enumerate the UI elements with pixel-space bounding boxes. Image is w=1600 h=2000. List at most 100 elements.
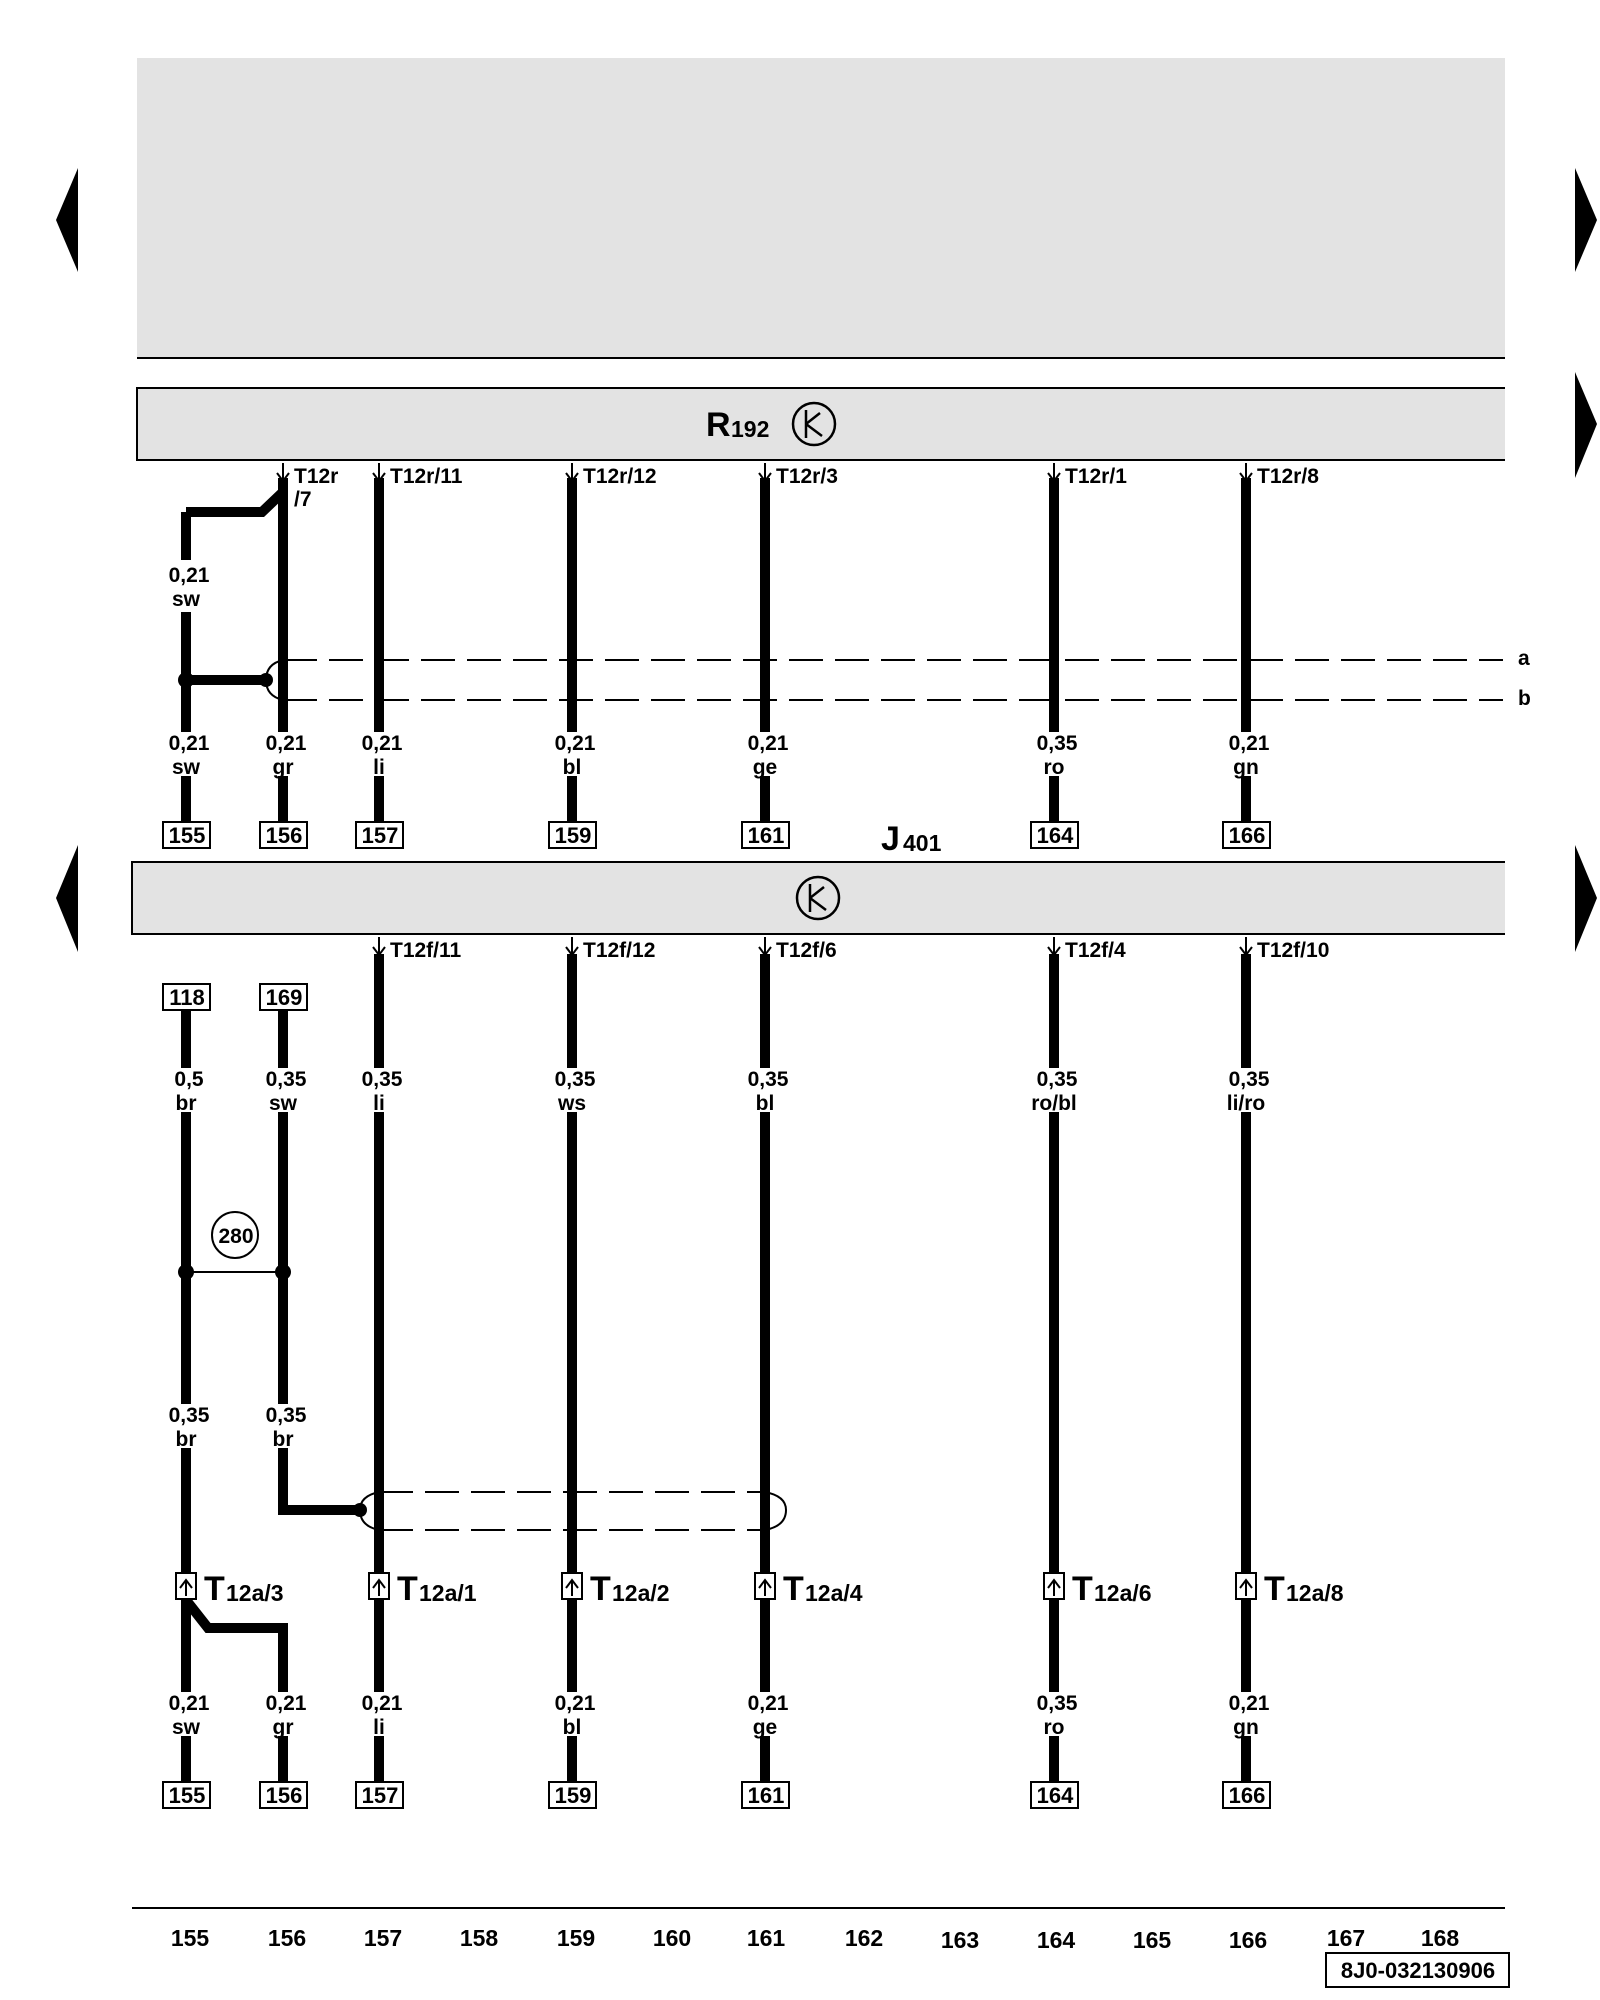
svg-text:0,21: 0,21 (555, 1692, 596, 1715)
connector-symbol-icon (368, 1572, 390, 1600)
svg-text:li: li (373, 1716, 385, 1739)
wire-gauge: 0,21 (169, 564, 210, 587)
svg-text:gr: gr (273, 756, 294, 779)
connector-symbol-icon (754, 1572, 776, 1600)
lower-ref-boxes: 155 156 157 159 161 164 166 (162, 1781, 1271, 1809)
svg-text:165: 165 (1133, 1927, 1172, 1953)
svg-text:gn: gn (1233, 1716, 1259, 1739)
svg-text:156: 156 (266, 823, 303, 848)
svg-text:T: T (204, 1570, 225, 1608)
antenna-symbol-icon (791, 401, 837, 447)
svg-text:T: T (590, 1570, 611, 1608)
svg-text:0,21: 0,21 (748, 1692, 789, 1715)
svg-text:br: br (273, 1428, 294, 1451)
lower-top-ref-boxes: 118 169 (162, 983, 308, 1011)
component-box-r192 (136, 387, 1505, 461)
header-area (137, 58, 1505, 358)
component-r192-name: R (706, 406, 731, 444)
splice-label: 280 (218, 1225, 253, 1248)
svg-text:0,35: 0,35 (1037, 1692, 1078, 1715)
svg-text:gn: gn (1233, 756, 1259, 779)
svg-text:157: 157 (362, 1783, 399, 1808)
component-r192-sub: 192 (731, 416, 769, 442)
svg-text:166: 166 (1229, 823, 1266, 848)
svg-text:sw: sw (172, 756, 201, 779)
svg-text:0,21: 0,21 (266, 1692, 307, 1715)
triangle-left-icon[interactable] (56, 845, 78, 952)
pin-label: T12r/11 (390, 465, 463, 488)
svg-text:12a/3: 12a/3 (226, 1580, 284, 1606)
svg-text:169: 169 (266, 985, 303, 1010)
svg-text:12a/6: 12a/6 (1094, 1580, 1152, 1606)
svg-text:12a/2: 12a/2 (612, 1580, 670, 1606)
svg-text:159: 159 (555, 823, 592, 848)
svg-text:161: 161 (748, 1783, 785, 1808)
svg-text:155: 155 (169, 1783, 206, 1808)
splice-circle (211, 1211, 259, 1259)
triangle-right-icon[interactable] (1575, 845, 1597, 952)
pin-label: T12r/8 (1257, 465, 1319, 488)
pin-label: T12r/3 (776, 465, 838, 488)
svg-text:li: li (373, 756, 385, 779)
triangle-right-icon[interactable] (1575, 168, 1597, 272)
component-j401-sub: 401 (903, 830, 942, 856)
wire-color: sw (172, 588, 201, 611)
lower-mid-wire-labels: 0,35 br 0,35 br (158, 1404, 308, 1451)
svg-text:158: 158 (460, 1925, 499, 1951)
svg-text:0,35: 0,35 (266, 1068, 307, 1091)
svg-text:sw: sw (269, 1092, 298, 1115)
component-j401-name: J (881, 820, 900, 858)
svg-text:0,21: 0,21 (1229, 1692, 1270, 1715)
svg-text:ro/bl: ro/bl (1031, 1092, 1077, 1115)
svg-text:163: 163 (941, 1927, 979, 1953)
shield-label-a: a (1518, 647, 1530, 670)
svg-text:0,21: 0,21 (748, 732, 789, 755)
svg-text:bl: bl (563, 1716, 582, 1739)
svg-text:0,35: 0,35 (1037, 1068, 1078, 1091)
lower-top-wire-labels: 0,5 br 0,35 sw 0,35 li 0,35 ws 0,35 bl 0… (158, 1068, 1280, 1115)
triangle-left-icon[interactable] (56, 168, 78, 272)
svg-text:166: 166 (1229, 1783, 1266, 1808)
svg-text:164: 164 (1037, 1783, 1074, 1808)
splice-junction (275, 1264, 291, 1280)
svg-text:164: 164 (1037, 823, 1074, 848)
svg-text:12a/8: 12a/8 (1286, 1580, 1344, 1606)
svg-text:0,21: 0,21 (362, 732, 403, 755)
svg-text:0,5: 0,5 (174, 1068, 204, 1091)
triangle-right-icon[interactable] (1575, 372, 1597, 478)
svg-text:0,35: 0,35 (555, 1068, 596, 1091)
pin-label: T12f/11 (390, 939, 462, 962)
connector-symbol-icon (175, 1572, 197, 1600)
svg-text:0,35: 0,35 (169, 1404, 210, 1427)
svg-text:155: 155 (171, 1925, 210, 1951)
upper-wires (181, 478, 1251, 822)
svg-text:0,21: 0,21 (555, 732, 596, 755)
pin-label: T12f/6 (776, 939, 837, 962)
svg-text:0,21: 0,21 (169, 1692, 210, 1715)
svg-text:0,35: 0,35 (1037, 732, 1078, 755)
splice-junction (178, 1264, 194, 1280)
svg-text:ge: ge (753, 756, 778, 779)
drawing-code-box (1325, 1952, 1510, 1988)
pin-label: T12f/4 (1065, 939, 1126, 962)
svg-text:li/ro: li/ro (1227, 1092, 1266, 1115)
pin-label: T12r/12 (583, 465, 657, 488)
svg-text:160: 160 (653, 1925, 691, 1951)
shield-lines-lower (358, 1491, 788, 1531)
pin-label: T12r (294, 465, 338, 488)
svg-text:0,21: 0,21 (362, 1692, 403, 1715)
svg-text:164: 164 (1037, 1927, 1076, 1953)
lower-wires (181, 954, 1251, 1782)
svg-text:sw: sw (172, 1716, 201, 1739)
svg-text:167: 167 (1327, 1925, 1365, 1951)
svg-text:159: 159 (557, 1925, 595, 1951)
svg-text:T: T (1072, 1570, 1093, 1608)
svg-text:T: T (1264, 1570, 1285, 1608)
svg-text:0,21: 0,21 (1229, 732, 1270, 755)
svg-text:0,35: 0,35 (748, 1068, 789, 1091)
svg-text:0,35: 0,35 (362, 1068, 403, 1091)
svg-text:ro: ro (1044, 756, 1065, 779)
svg-text:157: 157 (362, 823, 399, 848)
svg-text:li: li (373, 1092, 385, 1115)
